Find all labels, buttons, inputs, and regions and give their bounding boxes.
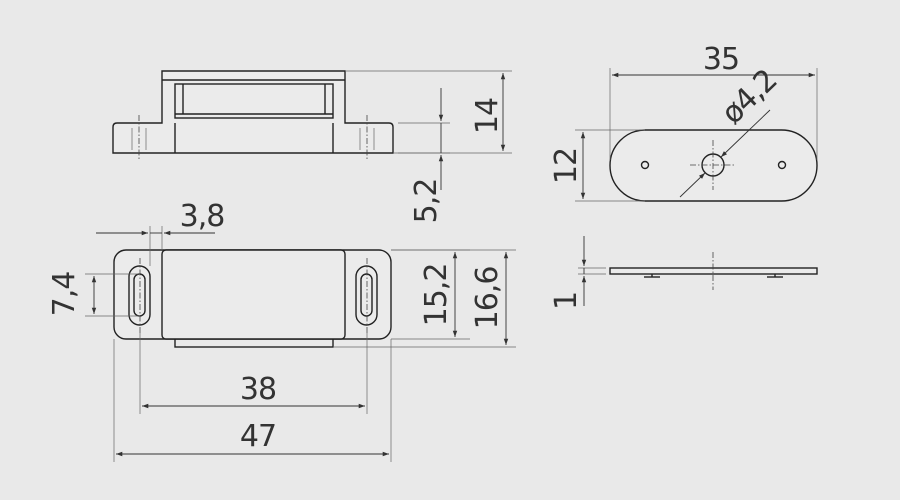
dim-label-38: 38 [240,372,276,407]
dim-label-5-2: 5,2 [409,179,444,224]
dim-side-height: 14 [345,70,512,154]
dim-total-length: 47 [113,339,392,462]
dim-top-height: 12 [549,129,645,202]
dim-label-15-2: 15,2 [419,264,454,327]
dim-flange-height: 5,2 [398,88,450,223]
side-view [112,70,394,160]
dim-slot-width: 7,4 [47,272,140,317]
dim-label-7-4: 7,4 [47,272,82,317]
dim-label-1: 1 [549,292,584,310]
dim-label-47: 47 [240,419,276,454]
top-view [609,129,818,202]
dim-label-35: 35 [703,42,739,77]
dim-label-12: 12 [549,148,584,184]
dim-top-width: 35 [609,42,818,160]
dim-total-width: 16,6 [333,249,516,348]
dim-hole-spacing: 38 [139,333,368,414]
dim-label-14: 14 [470,98,505,134]
dim-slot-offset: 3,8 [96,199,225,266]
dim-label-3-8: 3,8 [180,199,225,234]
dim-label-16-6: 16,6 [470,267,505,330]
dim-body-width: 15,2 [391,249,470,340]
front-view [113,249,392,348]
edge-view [609,252,818,290]
dim-plate-thickness: 1 [549,236,606,310]
